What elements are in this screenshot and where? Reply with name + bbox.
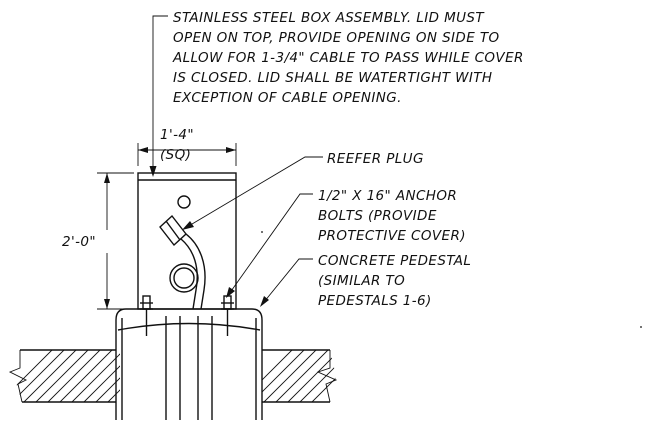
dimension-width-label: 1'-4": [160, 127, 194, 143]
note-box-line-4: IS CLOSED. LID SHALL BE WATERTIGHT WITH: [173, 70, 492, 86]
note-box-line-5: EXCEPTION OF CABLE OPENING.: [173, 90, 402, 106]
ground-slab-right: [262, 349, 338, 403]
note-box-assembly: STAINLESS STEEL BOX ASSEMBLY. LID MUST O…: [172, 10, 524, 106]
anchor-bolt-left: [140, 295, 153, 336]
note-anchor-line-2: BOLTS (PROVIDE: [318, 208, 437, 224]
note-anchor-line-1: 1/2" X 16" ANCHOR: [318, 188, 457, 204]
note-pedestal-line-1: CONCRETE PEDESTAL: [318, 253, 471, 269]
leader-concrete-pedestal: [260, 258, 313, 307]
note-reefer-plug: REEFER PLUG: [327, 151, 424, 167]
note-box-line-2: OPEN ON TOP, PROVIDE OPENING ON SIDE TO: [173, 30, 500, 46]
concrete-pedestal: [115, 308, 263, 420]
note-anchor-bolts: 1/2" X 16" ANCHOR BOLTS (PROVIDE PROTECT…: [318, 188, 466, 244]
note-box-line-1: STAINLESS STEEL BOX ASSEMBLY. LID MUST: [173, 10, 485, 26]
dimension-height: [97, 172, 134, 310]
stainless-steel-box: [137, 172, 237, 310]
note-pedestal-line-2: (SIMILAR TO: [318, 273, 405, 289]
ground-slab-left: [8, 349, 120, 403]
note-box-line-3: ALLOW FOR 1-3/4" CABLE TO PASS WHILE COV…: [172, 50, 524, 66]
note-concrete-pedestal: CONCRETE PEDESTAL (SIMILAR TO PEDESTALS …: [318, 253, 471, 309]
stray-mark: [640, 326, 642, 328]
reefer-plug: [159, 214, 206, 310]
note-pedestal-line-3: PEDESTALS 1-6): [318, 293, 432, 309]
dimension-width: [137, 143, 237, 166]
dimension-height-label: 2'-0": [62, 234, 96, 250]
anchor-bolt-right: [221, 295, 234, 336]
dimension-width-qualifier: (SQ): [160, 147, 191, 163]
leader-anchor-bolts: [226, 193, 313, 298]
stray-mark: [261, 231, 263, 233]
leader-reefer-plug: [182, 156, 323, 230]
note-reefer-line-1: REEFER PLUG: [327, 151, 424, 167]
leader-box-assembly: [149, 15, 168, 177]
note-anchor-line-3: PROTECTIVE COVER): [318, 228, 466, 244]
